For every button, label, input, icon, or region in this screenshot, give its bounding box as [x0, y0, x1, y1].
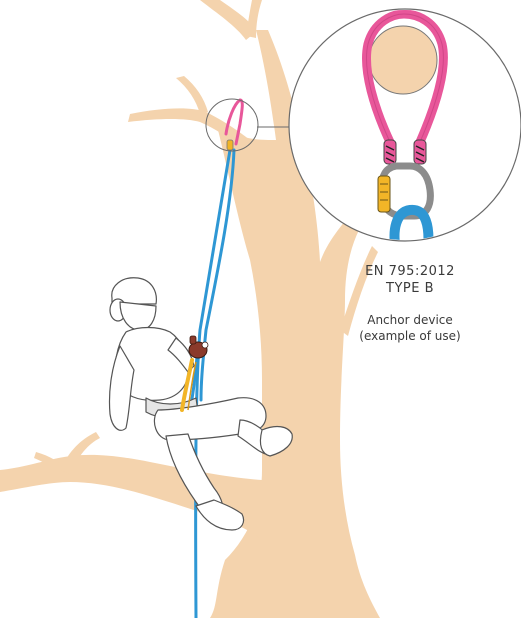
- rope-strand-right: [201, 150, 234, 400]
- carabiner-small: [227, 140, 233, 150]
- tree-branch-fork: [176, 76, 208, 114]
- standard-label: EN 795:2012 TYPE B: [335, 263, 485, 297]
- detail-magnifier-circle: [289, 9, 521, 250]
- standard-line2: TYPE B: [335, 280, 485, 297]
- description-line1: Anchor device: [335, 312, 485, 328]
- description-label: Anchor device (example of use): [335, 312, 485, 344]
- climber-head: [120, 302, 156, 330]
- description-line2: (example of use): [335, 328, 485, 344]
- standard-line1: EN 795:2012: [335, 263, 485, 280]
- rope-icon: [190, 150, 234, 618]
- branch-cross-section: [369, 26, 437, 94]
